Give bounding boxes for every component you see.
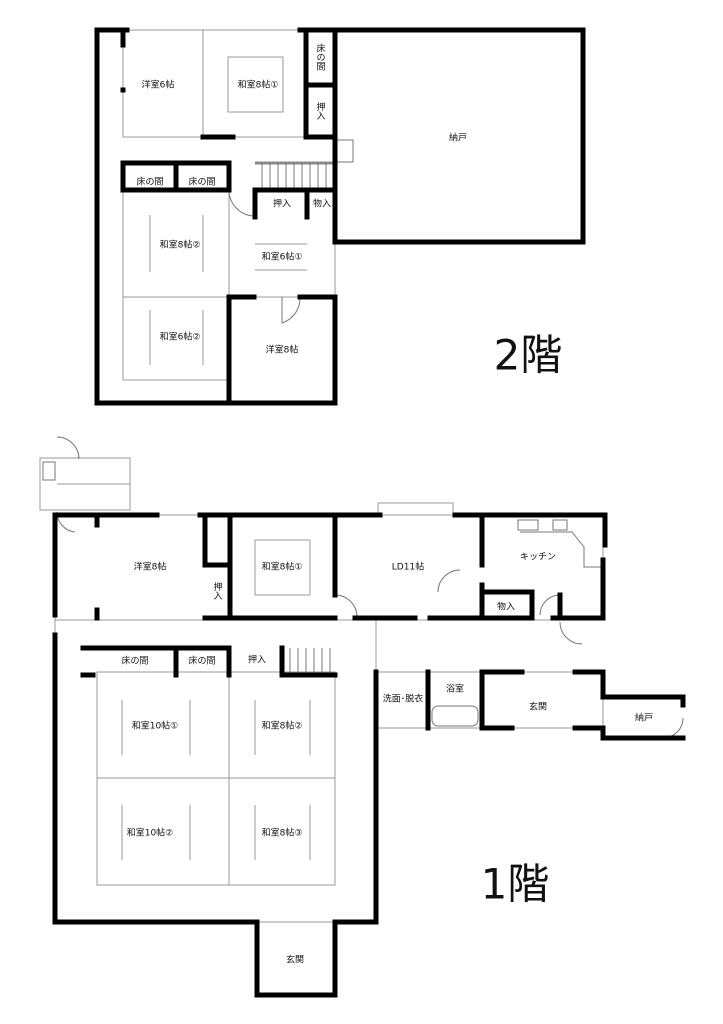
floor-1-plan [39, 436, 686, 998]
floor-1-labels: 洋室8帖 押入 和室8帖① LD11帖 キッチン 物入 床の間 床の間 押入 和… [121, 552, 653, 966]
room-label: 床の間 [188, 655, 215, 667]
room-label: 玄関 [529, 701, 547, 713]
room-label: 和室8帖① [262, 561, 303, 573]
room-label: 和室8帖③ [262, 827, 303, 839]
floor-2-title: 2階 [494, 331, 563, 380]
room-label: 押入 [315, 101, 326, 120]
room-label: 和室10帖② [127, 827, 174, 839]
room-label: 押入 [248, 654, 266, 666]
room-label: 納戸 [635, 712, 653, 724]
room-label: 和室8帖② [160, 239, 201, 251]
room-label: 洋室8帖 [266, 344, 299, 356]
room-label: 床の間 [315, 42, 326, 71]
room-label: 押入 [273, 198, 291, 210]
room-label: 床の間 [188, 176, 215, 188]
room-label: 和室6帖② [160, 331, 201, 343]
room-label: 和室6帖① [262, 251, 303, 263]
room-label: LD11帖 [392, 561, 424, 573]
room-label: 和室8帖① [238, 79, 279, 91]
room-label: キッチン [520, 552, 556, 563]
room-label: 物入 [313, 198, 331, 210]
room-label: 玄関 [286, 954, 304, 966]
room-label: 浴室 [446, 683, 464, 695]
floor-2-labels: 洋室6帖 和室8帖① 床の間 押入 納戸 床の間 床の間 押入 物入 和室8帖②… [136, 42, 562, 379]
room-label: 洋室6帖 [142, 79, 175, 91]
room-label: 和室8帖② [262, 720, 303, 732]
room-label: 物入 [497, 601, 515, 613]
room-label: 押入 [212, 581, 223, 600]
room-label: 納戸 [449, 132, 467, 144]
room-label: 和室10帖① [132, 720, 179, 732]
floor-1-title: 1階 [481, 860, 550, 909]
room-label: 洗面･脱衣 [383, 693, 424, 705]
room-label: 床の間 [136, 176, 163, 188]
room-label: 洋室8帖 [134, 561, 167, 573]
room-label: 床の間 [121, 655, 148, 667]
floor-2-plan [94, 27, 586, 406]
